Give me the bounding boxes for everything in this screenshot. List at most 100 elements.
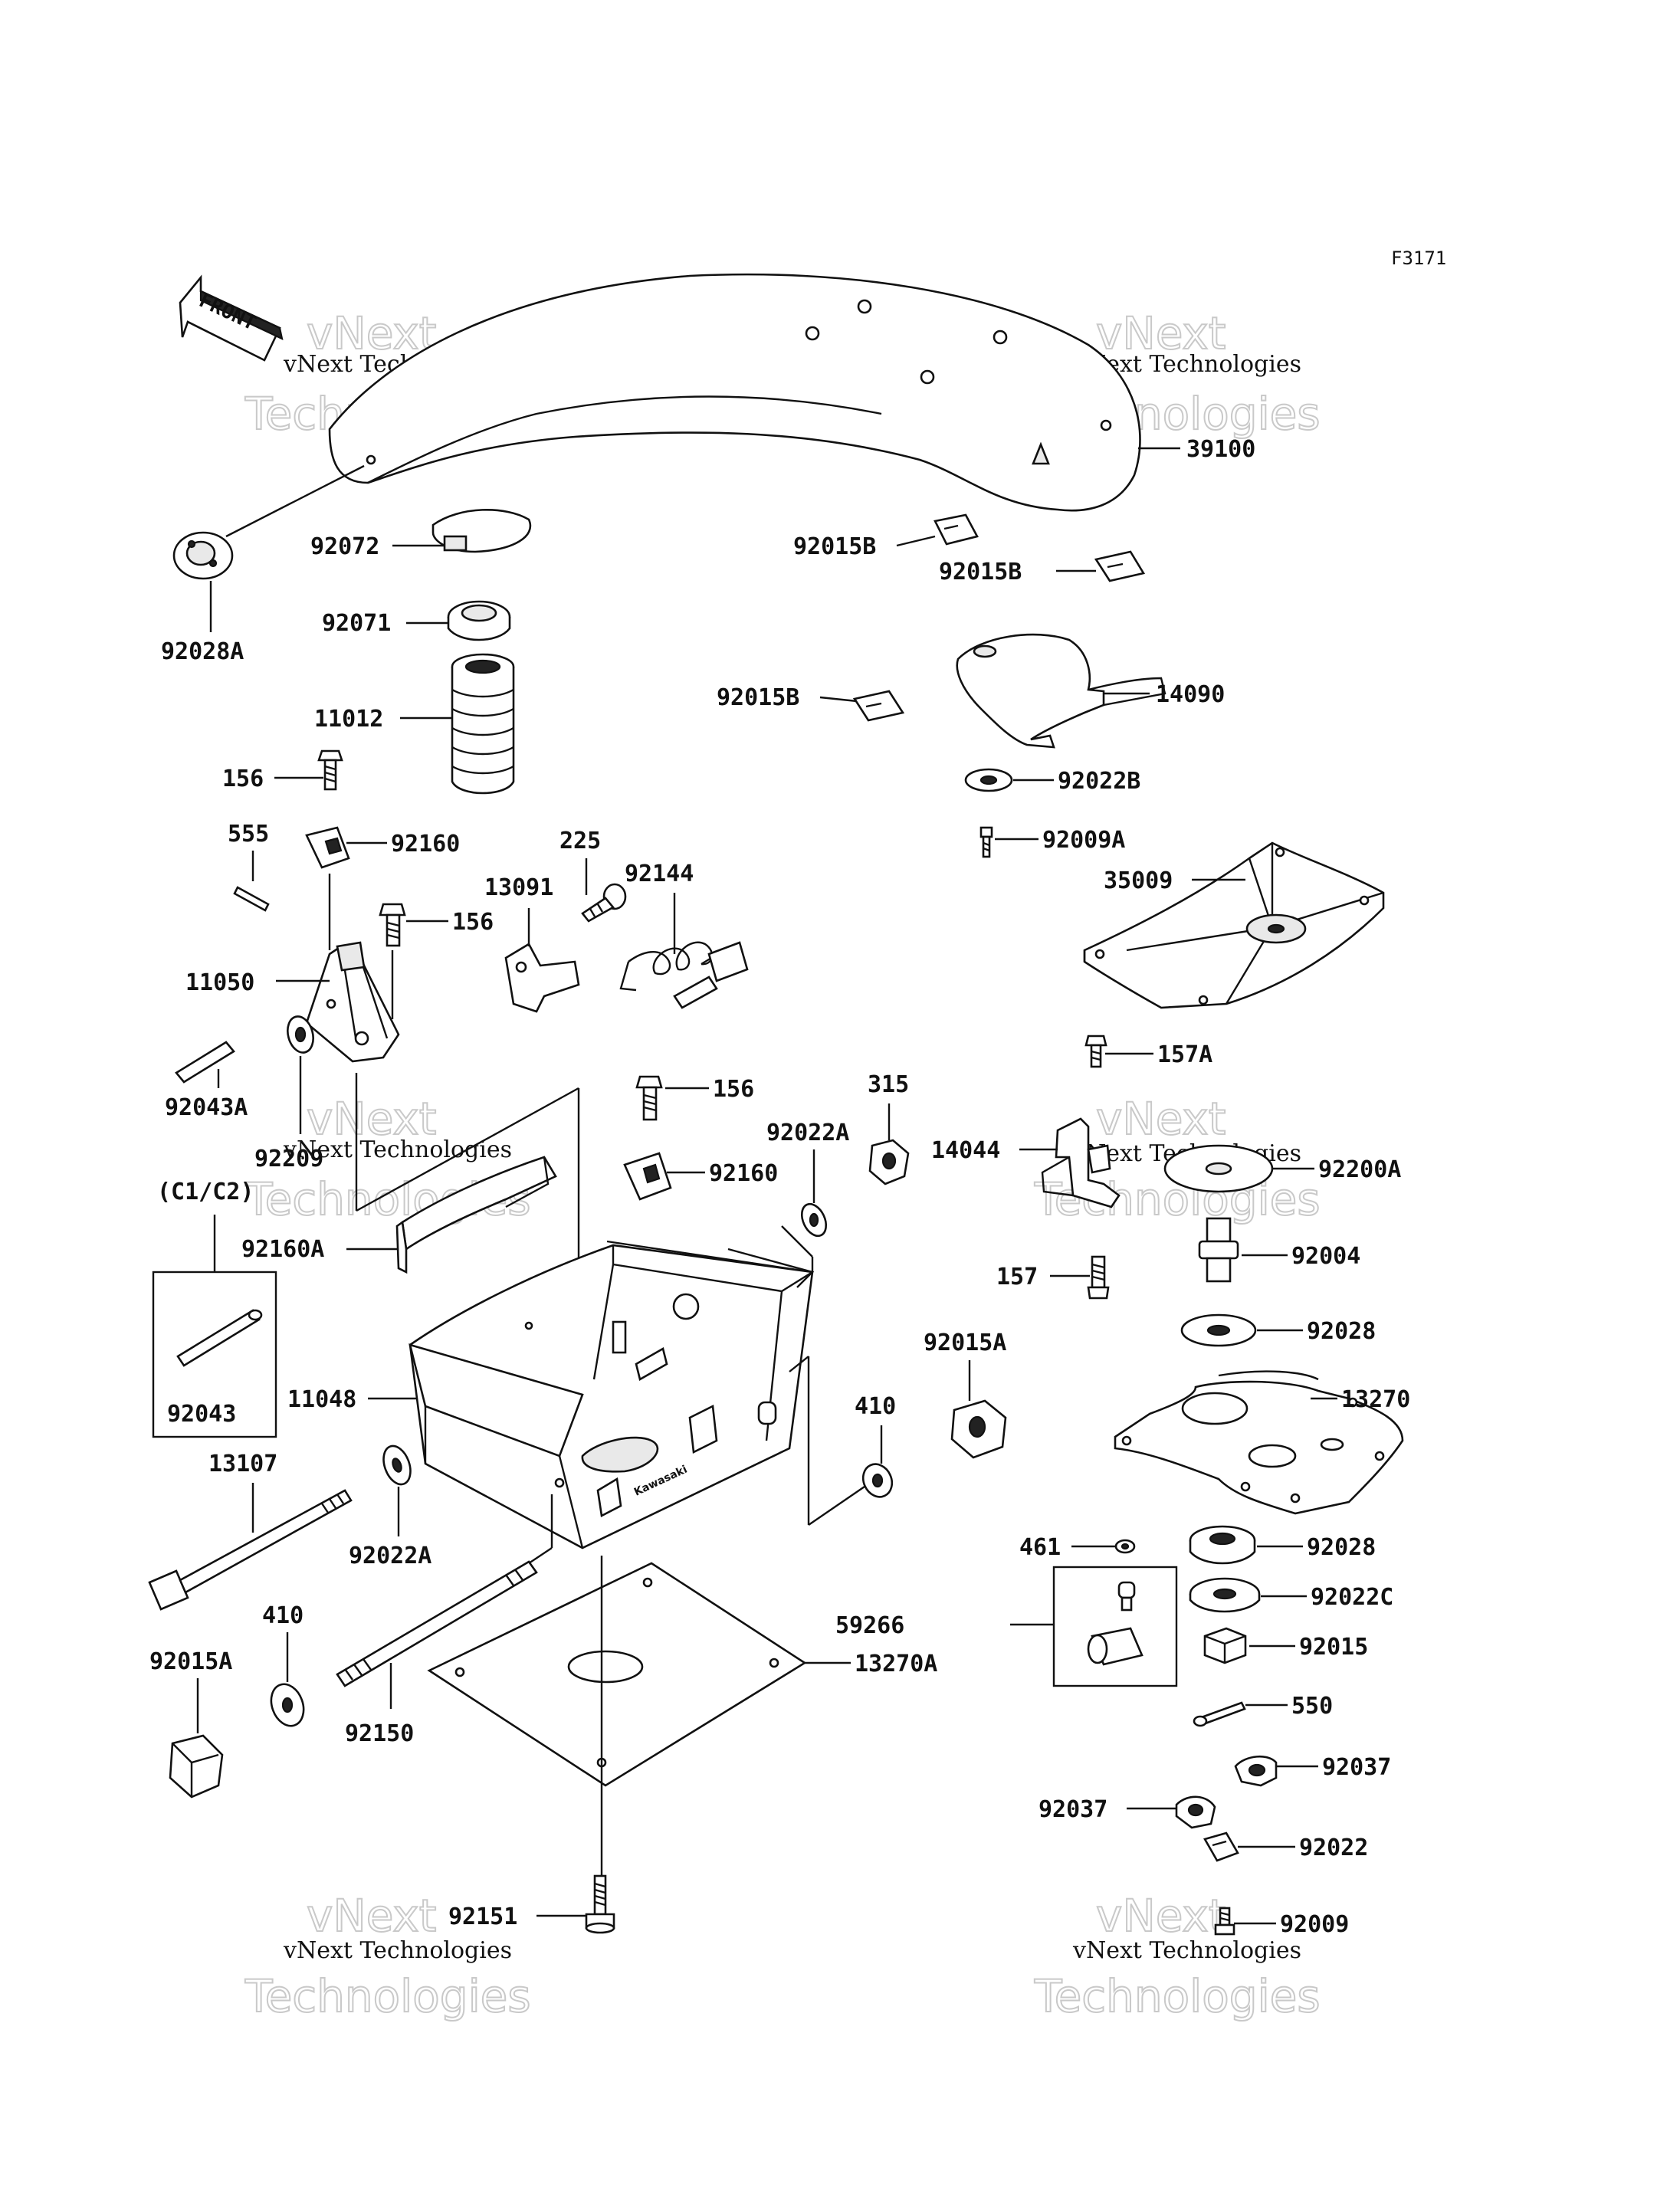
label-315: 315 xyxy=(868,1071,909,1098)
clamp-part-92037-a xyxy=(1234,1755,1278,1787)
label-92037-b: 92037 xyxy=(1039,1796,1107,1823)
label-59266: 59266 xyxy=(835,1612,904,1639)
stud-part-92028A xyxy=(172,531,234,580)
label-156-a: 156 xyxy=(222,766,264,792)
lever-bracket-part-11050 xyxy=(305,941,400,1063)
label-92022: 92022 xyxy=(1299,1835,1368,1861)
svg-text:vNext Technologies: vNext Technologies xyxy=(283,1136,512,1163)
clip-part-92015B-a xyxy=(934,513,979,546)
label-92071: 92071 xyxy=(322,610,391,637)
pad-part-92160A xyxy=(395,1156,557,1274)
label-92009: 92009 xyxy=(1280,1911,1349,1938)
label-92028-a: 92028 xyxy=(1307,1318,1376,1345)
nut-part-315 xyxy=(868,1139,910,1185)
label-92004: 92004 xyxy=(1291,1243,1360,1270)
clip-part-92022 xyxy=(1203,1831,1239,1862)
spring-pin-part-92043A xyxy=(175,1041,235,1084)
label-92043A: 92043A xyxy=(165,1094,248,1121)
bolt-part-156-a xyxy=(317,749,343,791)
label-157A: 157A xyxy=(1157,1041,1212,1068)
watermark-bottom-left: vNext Technologies vNext Technologies xyxy=(244,1889,532,2023)
battery-case-part-11048: Kawasaki xyxy=(409,1244,815,1549)
label-555: 555 xyxy=(228,821,269,848)
label-13270: 13270 xyxy=(1341,1386,1410,1413)
label-92022A-a: 92022A xyxy=(766,1120,849,1146)
pin-part-92043 xyxy=(176,1309,263,1367)
label-92015A-b: 92015A xyxy=(149,1648,232,1675)
label-92072: 92072 xyxy=(310,533,379,560)
svg-text:Technologies: Technologies xyxy=(244,1970,531,2022)
front-arrow-icon: FRONT xyxy=(179,274,284,362)
washer-part-92200A xyxy=(1163,1144,1274,1193)
clip-part-92015B-c xyxy=(852,690,905,722)
label-92022C: 92022C xyxy=(1311,1584,1393,1611)
clamp-band-part-92072 xyxy=(431,509,532,553)
label-14090: 14090 xyxy=(1156,681,1225,708)
svg-text:vNext: vNext xyxy=(307,1093,436,1145)
bolt-part-225 xyxy=(581,883,627,923)
label-92160-a: 92160 xyxy=(391,831,460,857)
label-92015: 92015 xyxy=(1299,1634,1368,1661)
label-92200A: 92200A xyxy=(1318,1156,1401,1183)
washer-part-410-a xyxy=(861,1463,894,1498)
label-225: 225 xyxy=(559,828,601,854)
label-92028A: 92028A xyxy=(161,638,244,665)
label-c1-c2: (C1/C2) xyxy=(157,1179,254,1205)
washer-part-410-b xyxy=(270,1683,305,1727)
washer-part-92022A-b xyxy=(382,1444,412,1486)
label-92009A: 92009A xyxy=(1042,827,1125,854)
svg-text:vNext: vNext xyxy=(1096,1093,1226,1145)
label-410-b: 410 xyxy=(262,1602,304,1629)
bracket-part-92160-b xyxy=(623,1152,672,1201)
svg-text:vNext: vNext xyxy=(1096,307,1226,359)
parts-box-59266 xyxy=(1052,1566,1178,1687)
label-92022B: 92022B xyxy=(1058,768,1140,795)
label-92015B-b: 92015B xyxy=(939,559,1022,585)
mounting-plate-part-13270 xyxy=(1114,1370,1404,1515)
label-11012: 11012 xyxy=(314,706,383,733)
figure-code: F3171 xyxy=(1391,248,1446,269)
clamp-part-92037-b xyxy=(1175,1795,1216,1829)
label-11050: 11050 xyxy=(185,969,254,996)
label-13091: 13091 xyxy=(484,874,553,901)
label-13270A: 13270A xyxy=(855,1651,937,1677)
pin-part-555 xyxy=(233,886,270,912)
clip-part-92015B-b xyxy=(1094,550,1146,582)
bellows-boot-part-11012 xyxy=(451,653,515,795)
svg-text:vNext Technologies: vNext Technologies xyxy=(1072,1937,1301,1964)
label-92015A-a: 92015A xyxy=(924,1330,1006,1356)
bolt-part-157A xyxy=(1084,1035,1107,1068)
svg-text:vNext: vNext xyxy=(307,307,436,359)
label-14044: 14044 xyxy=(931,1137,1000,1164)
washer-part-92022C xyxy=(1189,1577,1261,1613)
label-92209: 92209 xyxy=(254,1146,323,1172)
plate-bracket-part-13091 xyxy=(504,943,580,1013)
label-92022A-b: 92022A xyxy=(349,1543,431,1569)
label-92151: 92151 xyxy=(448,1904,517,1930)
washer-part-92028-a xyxy=(1180,1313,1257,1347)
nut-part-92015A-a xyxy=(950,1399,1007,1459)
label-92043: 92043 xyxy=(167,1401,236,1428)
screw-part-92009 xyxy=(1214,1907,1235,1936)
washer-part-92022B xyxy=(964,768,1013,792)
bolt-part-92151 xyxy=(585,1874,615,1934)
variant-box-c1-c2 xyxy=(152,1271,277,1438)
label-92028-b: 92028 xyxy=(1307,1534,1376,1561)
label-461: 461 xyxy=(1019,1534,1061,1561)
label-92150: 92150 xyxy=(345,1720,414,1747)
label-157: 157 xyxy=(996,1264,1038,1290)
small-washer-part-461 xyxy=(1114,1539,1136,1554)
label-13107: 13107 xyxy=(208,1451,277,1477)
long-bolt-part-13107 xyxy=(148,1489,353,1611)
label-410-a: 410 xyxy=(855,1393,896,1420)
label-92160A: 92160A xyxy=(241,1236,324,1263)
hook-bracket-part-14044 xyxy=(1041,1117,1121,1208)
torsion-spring-part-92144 xyxy=(619,941,749,1009)
engine-mount-part-35009 xyxy=(1083,841,1385,1009)
svg-text:vNext: vNext xyxy=(1096,1890,1226,1942)
label-92037-a: 92037 xyxy=(1322,1754,1391,1781)
label-92160-b: 92160 xyxy=(709,1160,778,1187)
long-rod-part-92150 xyxy=(336,1560,538,1687)
